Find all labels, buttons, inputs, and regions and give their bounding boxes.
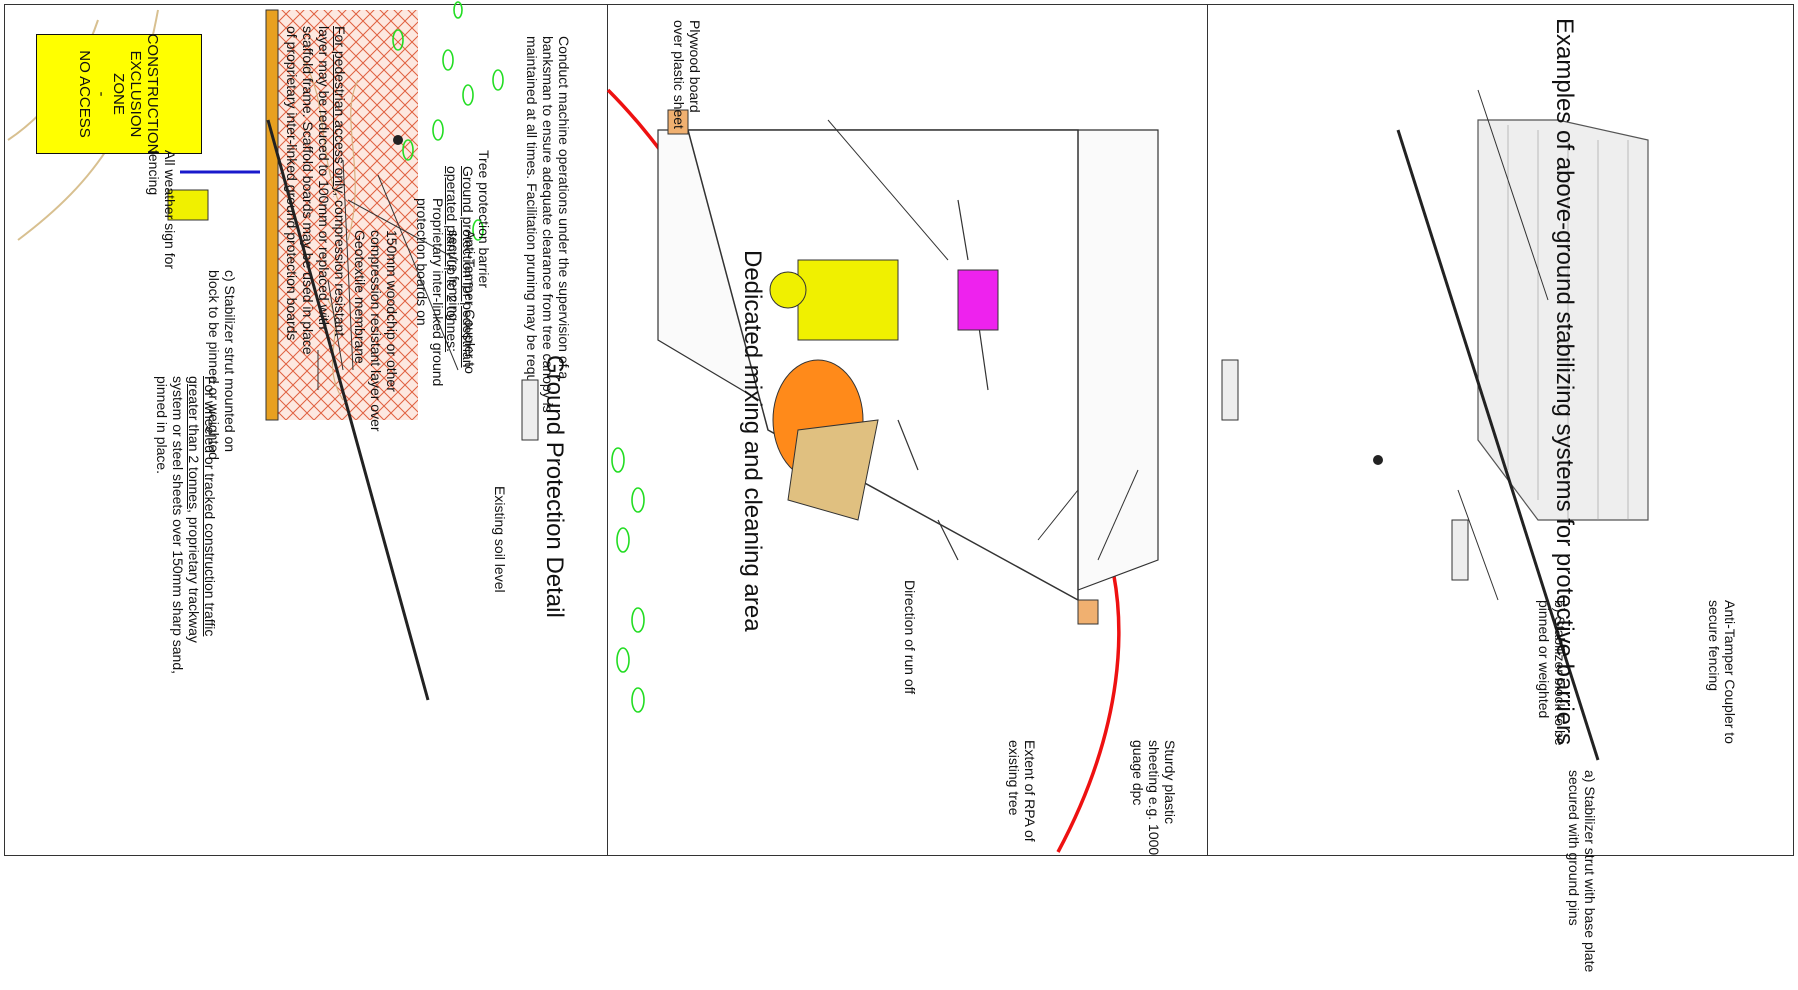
rotated-sheet: Ground Protection Detail Conduct machine… bbox=[0, 0, 1798, 860]
weather-sign-label: All weather sign for fencing bbox=[146, 150, 178, 270]
sign-line-4: NO ACCESS bbox=[77, 50, 94, 138]
sign-line-2: EXCLUSION ZONE bbox=[111, 35, 145, 153]
coupler-right-label: Anti-Tamper Coupler to secure fencing bbox=[1706, 600, 1738, 760]
coupler-dot-1 bbox=[393, 135, 403, 145]
no-access-sign: CONSTRUCTION EXCLUSION ZONE - NO ACCESS bbox=[36, 34, 202, 154]
strut-c-label: c) Stabilizer strut mounted on block to … bbox=[206, 270, 238, 470]
stabilizer-block-2 bbox=[522, 380, 538, 440]
leader-coupler-left bbox=[348, 200, 458, 260]
drawing-sheet: Ground Protection Detail Conduct machine… bbox=[0, 0, 1798, 860]
sign-line-3: - bbox=[94, 92, 111, 97]
strut-c bbox=[268, 120, 428, 700]
coupler-left-label: Anti-Tamper Coupler to secure fencing bbox=[446, 230, 478, 390]
sign-line-1: CONSTRUCTION bbox=[145, 34, 162, 155]
coupler-dot-2 bbox=[1373, 455, 1383, 465]
strut-a-label: a) Stabilizer strut with base plate secu… bbox=[1566, 770, 1598, 990]
block-b-label: b) Stabilizer block to be pinned or weig… bbox=[1536, 600, 1568, 760]
stabilizer-block-3 bbox=[1452, 520, 1468, 580]
stabilizer-block-1 bbox=[1222, 360, 1238, 420]
barriers-drawing bbox=[0, 0, 1798, 860]
